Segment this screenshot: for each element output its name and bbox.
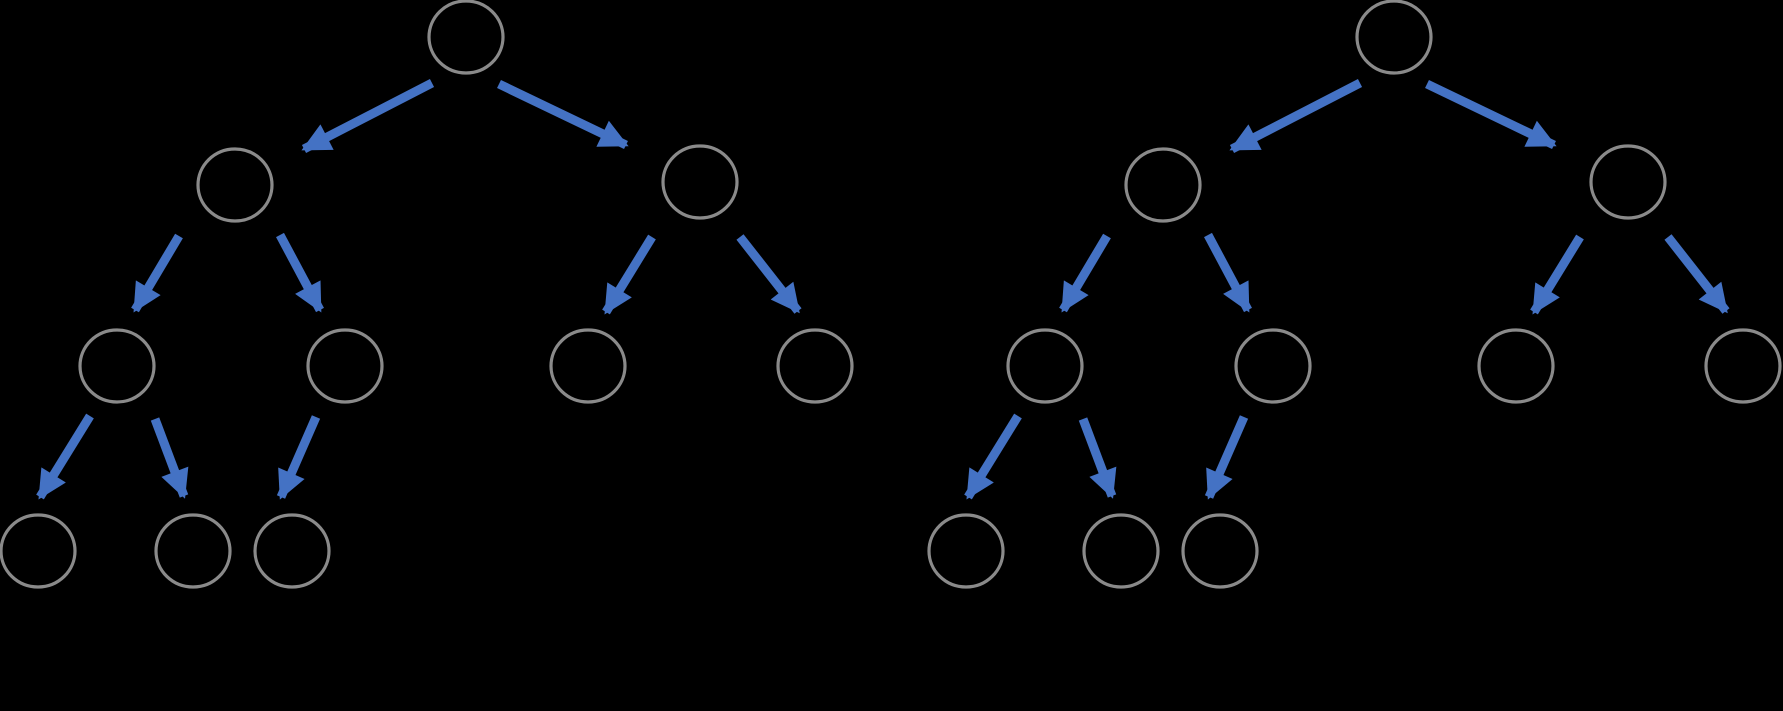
tree-left-edge-ll-llr xyxy=(150,417,189,499)
tree-left-node-r xyxy=(661,144,739,220)
tree-right-edge-l-ll xyxy=(1059,233,1111,313)
tree-right-node-lrl xyxy=(1181,513,1259,589)
tree-left-edge-r-rr xyxy=(736,234,802,314)
tree-left-node-ll xyxy=(78,328,156,404)
tree-right-edge-lr-lrl xyxy=(1204,415,1249,500)
tree-left-edge-root-r xyxy=(497,79,629,150)
tree-left-node-rl xyxy=(549,328,627,404)
tree-left-edge-ll-lll xyxy=(36,413,94,500)
tree-left-node-llr xyxy=(154,513,232,589)
tree-left-node-lr xyxy=(306,328,384,404)
tree-right-node-ll xyxy=(1006,328,1084,404)
tree-right xyxy=(927,0,1782,589)
tree-left-node-root xyxy=(427,0,505,75)
tree-left-edge-r-rl xyxy=(602,234,656,315)
tree-right-node-r xyxy=(1589,144,1667,220)
tree-right-node-rl xyxy=(1477,328,1555,404)
tree-left-edge-lr-lrl xyxy=(276,415,321,500)
tree-left xyxy=(0,0,854,589)
tree-left-node-l xyxy=(196,147,274,223)
tree-right-edge-ll-llr xyxy=(1078,417,1117,499)
tree-left-edge-root-l xyxy=(301,79,435,153)
tree-left-edge-l-ll xyxy=(131,233,183,313)
tree-right-edge-root-l xyxy=(1229,79,1363,153)
tree-right-edge-r-rl xyxy=(1530,234,1584,315)
tree-right-edge-ll-lll xyxy=(964,413,1022,500)
tree-left-node-lrl xyxy=(253,513,331,589)
tree-right-node-lr xyxy=(1234,328,1312,404)
tree-right-node-rr xyxy=(1704,328,1782,404)
tree-left-node-lll xyxy=(0,513,77,589)
tree-right-edge-root-r xyxy=(1425,79,1557,150)
tree-right-node-llr xyxy=(1082,513,1160,589)
tree-right-node-root xyxy=(1355,0,1433,75)
tree-left-edge-l-lr xyxy=(276,232,324,313)
tree-right-node-l xyxy=(1124,147,1202,223)
tree-right-node-lll xyxy=(927,513,1005,589)
tree-right-edge-l-lr xyxy=(1204,232,1252,313)
tree-left-node-rr xyxy=(776,328,854,404)
tree-right-edge-r-rr xyxy=(1664,234,1730,314)
